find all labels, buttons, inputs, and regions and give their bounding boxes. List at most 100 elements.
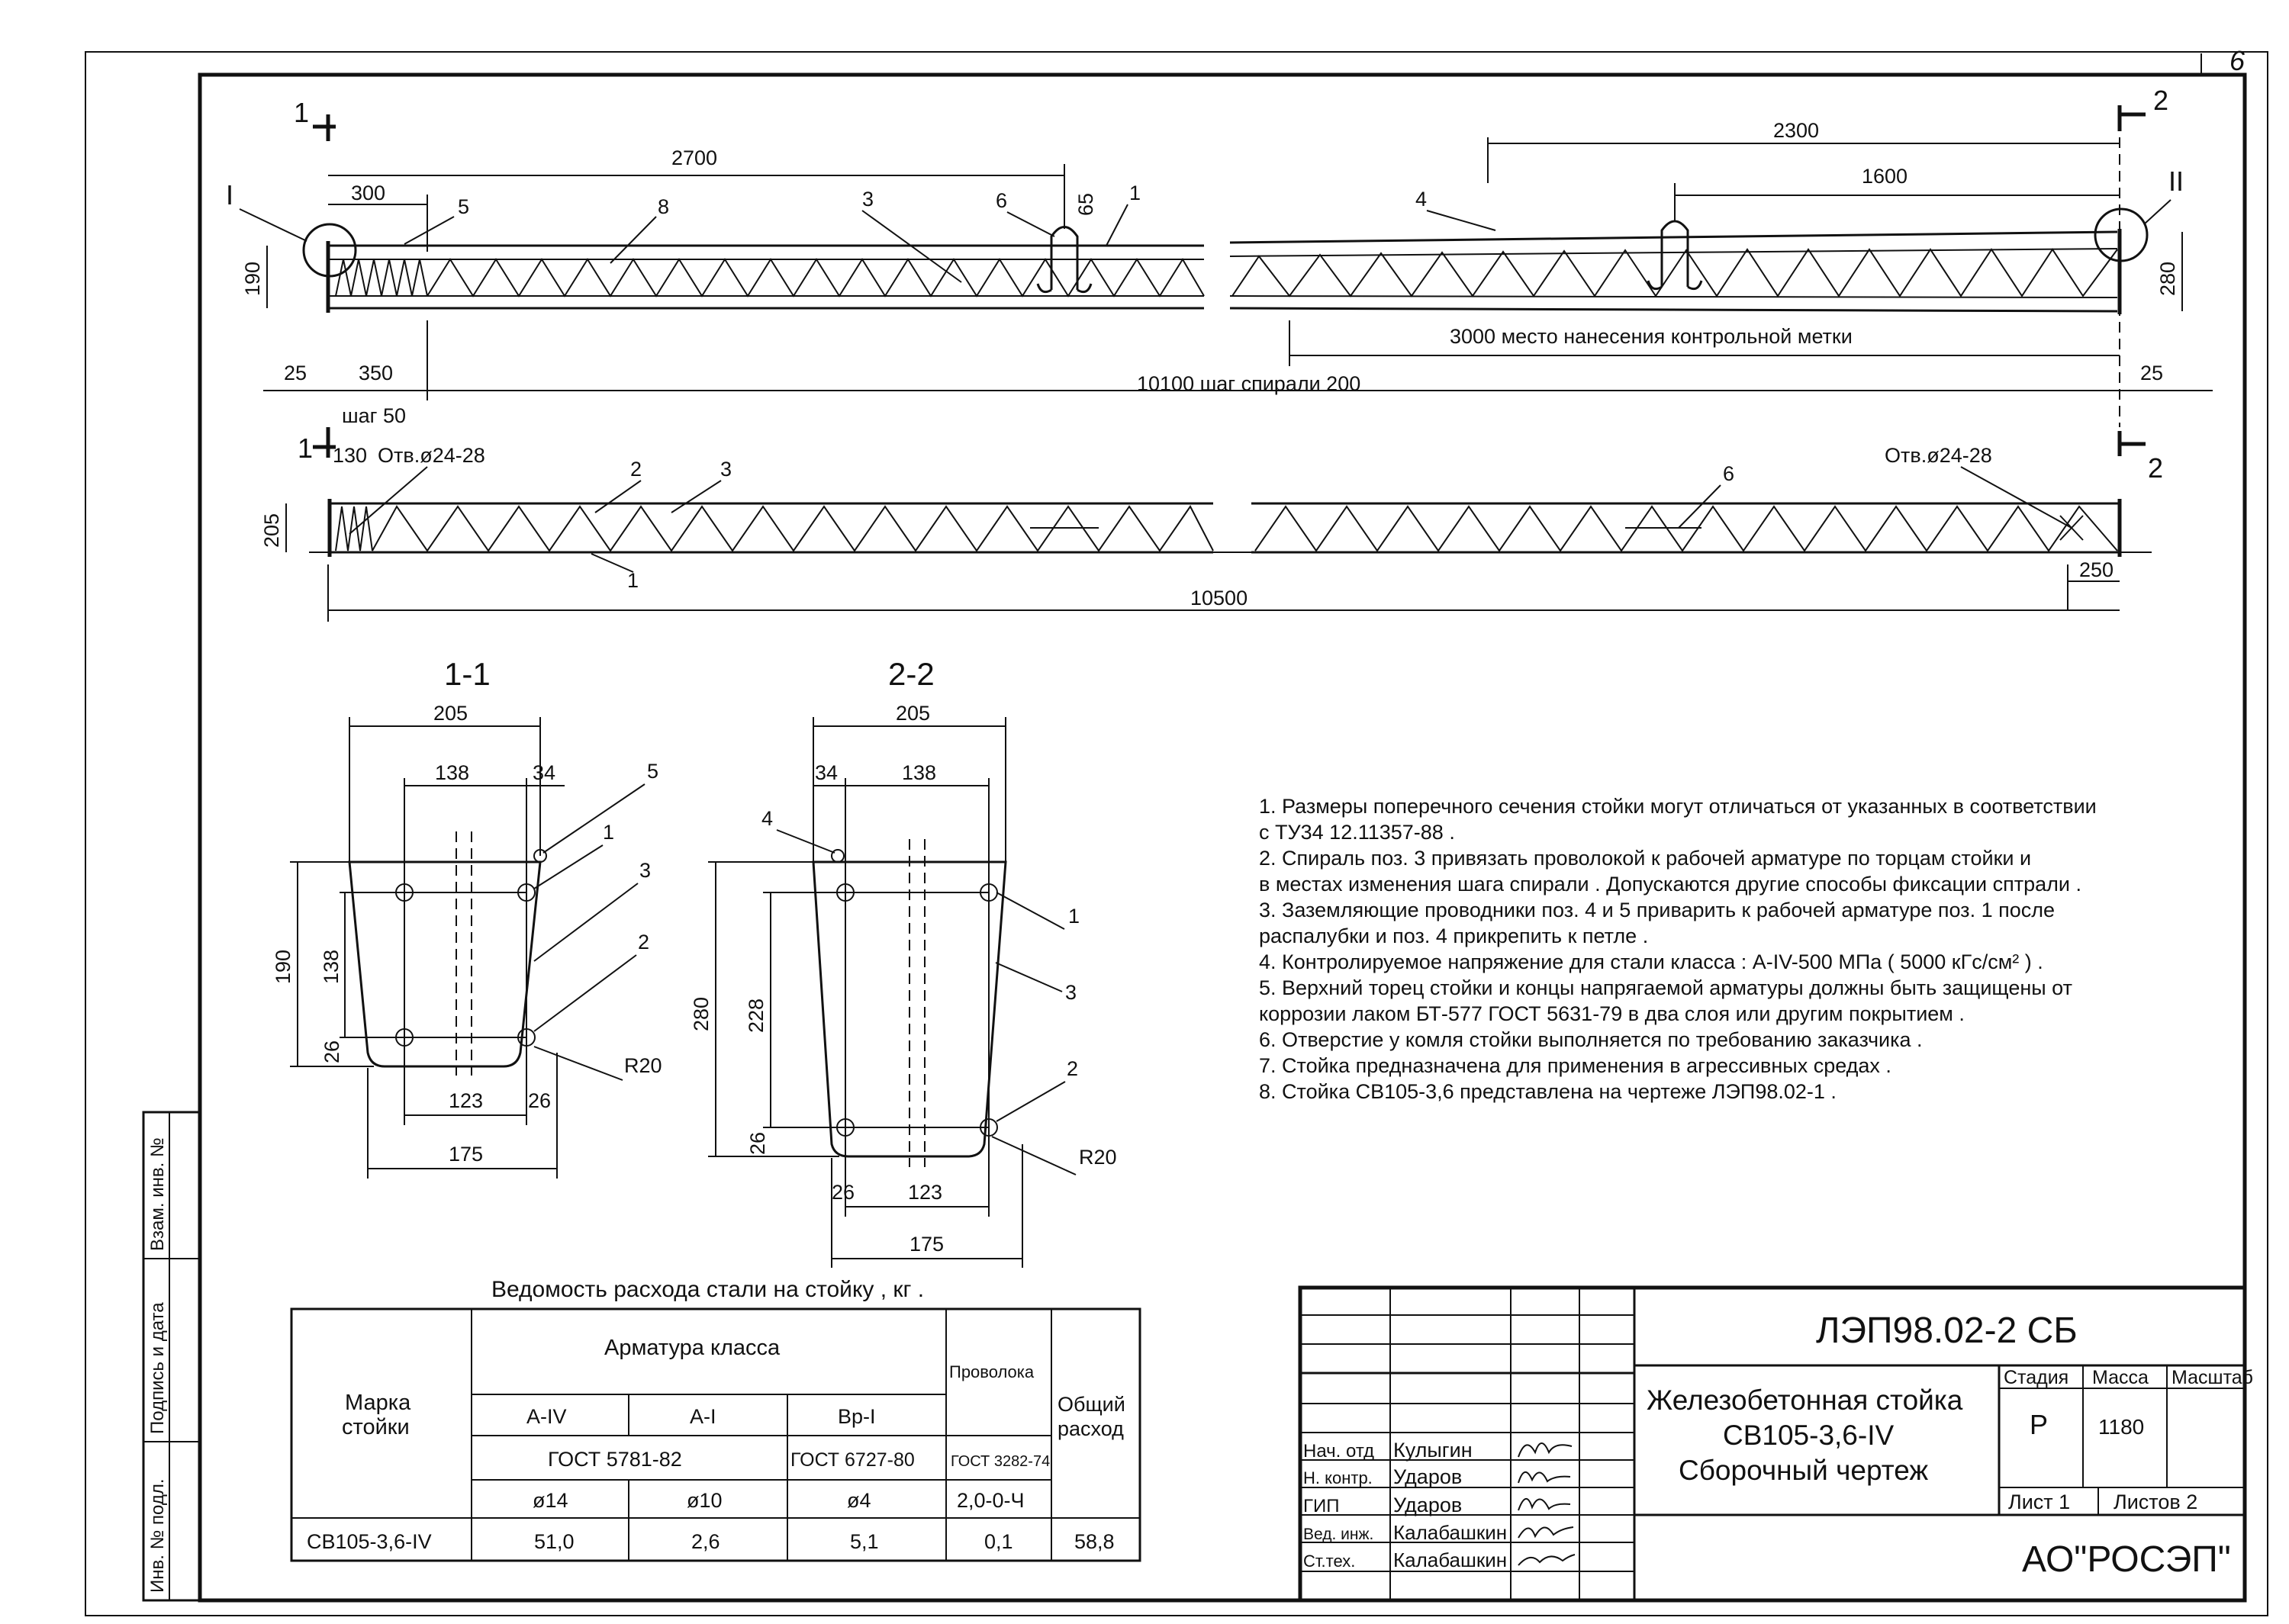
- plan-pos-2: 2: [630, 458, 642, 481]
- s1-pos-1: 1: [603, 821, 614, 844]
- note-line: с ТУ34 12.11357-88 .: [1259, 821, 1455, 844]
- detail-label-II: II: [2168, 166, 2184, 197]
- role-gip: ГИП: [1303, 1496, 1340, 1516]
- steel-table: Ведомость расхода стали на стойку , кг .…: [290, 1277, 1141, 1562]
- note-line: 8. Стойка СВ105-3,6 представлена на черт…: [1259, 1080, 1837, 1103]
- note-line: 5. Верхний торец стойки и концы напрягае…: [1259, 976, 2072, 999]
- hole-label-right: Отв.ø24-28: [1885, 444, 1992, 467]
- s2-dim-280: 280: [690, 997, 713, 1031]
- stamp-replace-inv: Взам. инв. №: [147, 1137, 168, 1251]
- name-lead-engineer: Калабашкин: [1393, 1521, 1507, 1544]
- elevation-view: I II 1 1 2 2 2700 2300 1600 300 65 190: [226, 85, 2213, 484]
- plan-pos-3: 3: [720, 458, 732, 481]
- pos-4: 4: [1415, 188, 1427, 211]
- signature-4: [1518, 1526, 1574, 1539]
- steel-table-title: Ведомость расхода стали на стойку , кг .: [491, 1277, 924, 1302]
- wire-spec: 2,0-0-Ч: [957, 1489, 1025, 1512]
- dim-300: 300: [351, 182, 385, 204]
- side-stamp: Взам. инв. № Подпись и дата Инв. № подл.: [142, 1111, 201, 1602]
- section-1-1: 1-1 205 138 34 190 138 26 123 26: [272, 656, 662, 1179]
- mass-label: Масса: [2092, 1367, 2149, 1388]
- section-1-1-title: 1-1: [444, 656, 491, 692]
- s1-dim-138: 138: [435, 761, 469, 784]
- class-a-i: A-I: [690, 1405, 716, 1428]
- detail-circle-I: [302, 223, 357, 278]
- title-line-3: Сборочный чертеж: [1679, 1455, 1928, 1486]
- s1-dim-r20: R20: [624, 1054, 662, 1077]
- dim-130: 130: [333, 444, 367, 467]
- section-2-2-title: 2-2: [888, 656, 935, 692]
- dim-10100: 10100 шаг спирали 200: [1137, 372, 1360, 395]
- note-line: в местах изменения шага спирали . Допуск…: [1259, 873, 2081, 896]
- s2-dim-205: 205: [896, 702, 930, 725]
- s1-dim-205: 205: [433, 702, 468, 725]
- plan-pos-1: 1: [627, 569, 639, 592]
- plan-pos-6: 6: [1723, 462, 1734, 485]
- pos-1: 1: [1129, 182, 1141, 204]
- plan-view: Отв.ø24-28 Отв.ø24-28 130 205 250 10500 …: [260, 444, 2152, 622]
- name-normcontrol: Ударов: [1393, 1465, 1462, 1488]
- col-mark-2: стойки: [342, 1415, 410, 1439]
- title-block: ЛЭП98.02-2 СБ Железобетонная стойка СВ10…: [1298, 1285, 2253, 1603]
- note-line: 2. Спираль поз. 3 привязать проволокой к…: [1259, 847, 2032, 870]
- col-total-2: расход: [1058, 1417, 1124, 1440]
- class-a-iv: A-IV: [526, 1405, 567, 1428]
- detail-circle-II: [2094, 207, 2149, 262]
- gost-rebar: ГОСТ 5781-82: [548, 1448, 682, 1471]
- s1-dim-123: 123: [449, 1089, 483, 1112]
- dia-4: ø4: [847, 1489, 871, 1512]
- dim-3000-mark: 3000 место нанесения контрольной метки: [1450, 325, 1853, 348]
- row-mark: СВ105-3,6-IV: [307, 1530, 432, 1553]
- note-line: 7. Стойка предназначена для применения в…: [1259, 1054, 1891, 1077]
- name-head: Кулыгин: [1393, 1439, 1473, 1462]
- title-line-1: Железобетонная стойка: [1647, 1384, 1963, 1416]
- inner-frame: [198, 72, 2247, 1603]
- stamp-signature-date: Подпись и дата: [147, 1302, 168, 1434]
- s2-pos-4: 4: [761, 807, 773, 830]
- pos-8: 8: [658, 195, 669, 218]
- gost-wire: ГОСТ 3282-74: [951, 1453, 1050, 1470]
- cut-2-top: 2: [2153, 85, 2168, 116]
- s1-pos-2: 2: [638, 931, 649, 953]
- s2-pos-2: 2: [1067, 1057, 1078, 1080]
- role-head: Нач. отд: [1303, 1441, 1374, 1462]
- outer-frame: [85, 51, 2268, 1616]
- s2-dim-123: 123: [908, 1181, 942, 1204]
- dim-205: 205: [260, 513, 283, 548]
- spiral-right: [1231, 248, 2118, 297]
- notes-block: 1. Размеры поперечного сечения стойки мо…: [1259, 793, 2243, 1105]
- s1-dim-26: 26: [528, 1089, 551, 1112]
- dia-14: ø14: [533, 1489, 568, 1512]
- stage-value: Р: [2030, 1409, 2048, 1440]
- note-line: коррозии лаком БТ-577 ГОСТ 5631-79 в два…: [1259, 1002, 1965, 1025]
- plan-spiral-left: [372, 505, 1214, 552]
- sheet-number: 6: [2229, 45, 2246, 76]
- col-wire: Проволока: [949, 1362, 1035, 1381]
- company-name: АО"РОСЭП": [2022, 1539, 2231, 1580]
- name-senior-tech: Калабашкин: [1393, 1548, 1507, 1571]
- s2-dim-r20: R20: [1079, 1146, 1117, 1169]
- dim-1600: 1600: [1862, 165, 1908, 188]
- section-1-1-outline: [348, 860, 542, 1068]
- s1-dim-34: 34: [533, 761, 555, 784]
- s1-dim-26v: 26: [320, 1040, 343, 1063]
- doc-code: ЛЭП98.02-2 СБ: [1816, 1310, 2078, 1351]
- pos-3: 3: [862, 188, 874, 211]
- title-line-2: СВ105-3,6-IV: [1723, 1420, 1894, 1451]
- signature-2: [1518, 1471, 1571, 1484]
- signature-5: [1518, 1554, 1576, 1566]
- dim-25-right: 25: [2140, 362, 2163, 384]
- row-bp-i: 5,1: [850, 1530, 879, 1553]
- s1-dim-138v: 138: [320, 950, 343, 984]
- cut-2-bottom: 2: [2148, 452, 2163, 484]
- dim-25-left: 25: [284, 362, 307, 384]
- s1-dim-175: 175: [449, 1143, 483, 1166]
- sheets-label: Листов 2: [2114, 1491, 2197, 1513]
- s2-dim-228: 228: [745, 999, 768, 1033]
- cut-1-bottom: 1: [298, 433, 313, 464]
- row-wire: 0,1: [984, 1530, 1013, 1553]
- role-senior-tech: Ст.тех.: [1303, 1552, 1355, 1571]
- dim-2300: 2300: [1773, 119, 1819, 142]
- s1-pos-3: 3: [639, 859, 651, 882]
